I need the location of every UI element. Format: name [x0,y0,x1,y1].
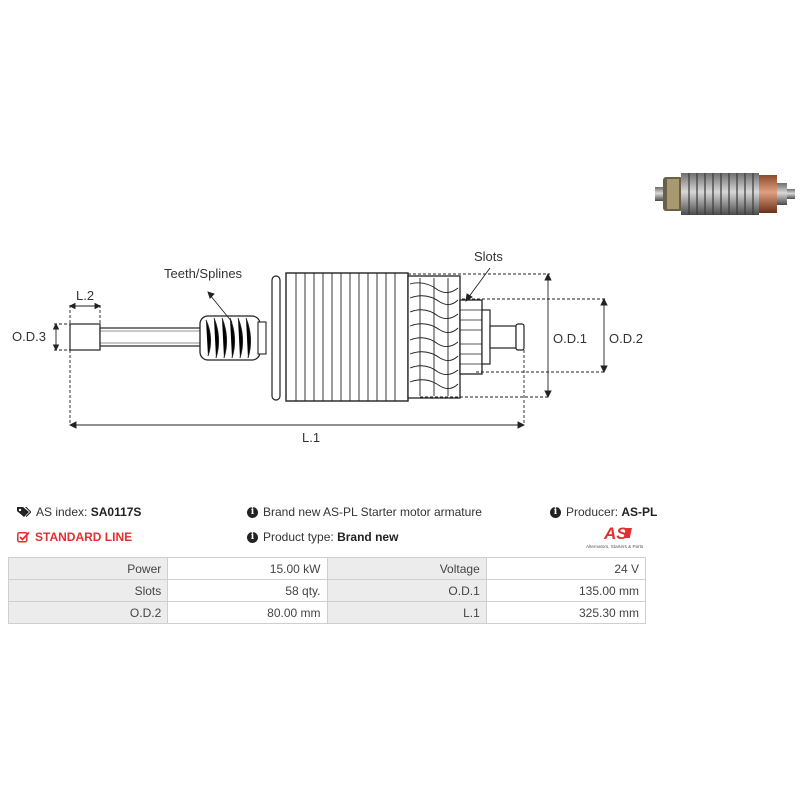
commutator [459,299,525,375]
spec-value: 15.00 kW [167,557,328,580]
spec-value: 325.30 mm [485,601,647,624]
spec-label: O.D.1 [326,579,487,602]
as-index-value: SA0117S [90,505,142,519]
armature-core [271,272,409,402]
od3-label: O.D.3 [12,329,46,344]
tag-icon [17,507,31,517]
armature-diagram: Teeth/Splines Slots L.2 O.D.3 O.D.1 O.D.… [12,249,643,445]
info-icon: i [550,506,561,518]
svg-text:Alternators, Starters & Parts: Alternators, Starters & Parts [586,544,644,549]
info-icon: i [247,531,258,543]
product-type-label: Product type: [263,530,334,544]
standard-line-label: STANDARD LINE [35,530,133,544]
as-pl-logo: AS Alternators, Starters & Parts [586,524,644,549]
product-type-value: Brand new [337,530,399,544]
spec-label: Voltage [326,557,487,580]
product-description: i Brand new AS-PL Starter motor armature [247,505,482,519]
winding-heads [407,275,461,399]
as-index-label: AS index: [36,505,88,519]
spec-label: Slots [7,579,169,602]
table-row: Slots 58 qty. O.D.1 135.00 mm [7,579,647,602]
product-type: i Product type: Brand new [247,530,398,544]
info-icon: i [247,506,258,518]
producer-value: AS-PL [621,505,658,519]
spec-value: 58 qty. [167,579,328,602]
slots-label: Slots [474,249,503,264]
as-index: AS index: SA0117S [17,505,141,519]
table-row: O.D.2 80.00 mm L.1 325.30 mm [7,601,647,624]
od1-label: O.D.1 [553,331,587,346]
spec-value: 24 V [485,557,647,580]
svg-text:AS: AS [603,524,628,543]
spec-label: O.D.2 [7,601,169,624]
shaft-end [69,323,101,351]
product-photo [655,173,795,215]
od2-label: O.D.2 [609,331,643,346]
spec-table: Power 15.00 kW Voltage 24 V Slots 58 qty… [7,557,647,624]
standard-line: STANDARD LINE [17,530,132,544]
l1-label: L.1 [302,430,320,445]
l2-label: L.2 [76,288,94,303]
producer-label: Producer: [566,505,619,519]
table-row: Power 15.00 kW Voltage 24 V [7,557,647,580]
spec-value: 135.00 mm [485,579,647,602]
pinion-splines [199,315,267,361]
description-text: Brand new AS-PL Starter motor armature [263,505,482,519]
checkbox-icon [17,531,30,543]
producer: i Producer: AS-PL [550,505,657,519]
spec-label: L.1 [326,601,487,624]
spec-value: 80.00 mm [167,601,328,624]
teeth-splines-label: Teeth/Splines [164,266,243,281]
spec-label: Power [7,557,169,580]
